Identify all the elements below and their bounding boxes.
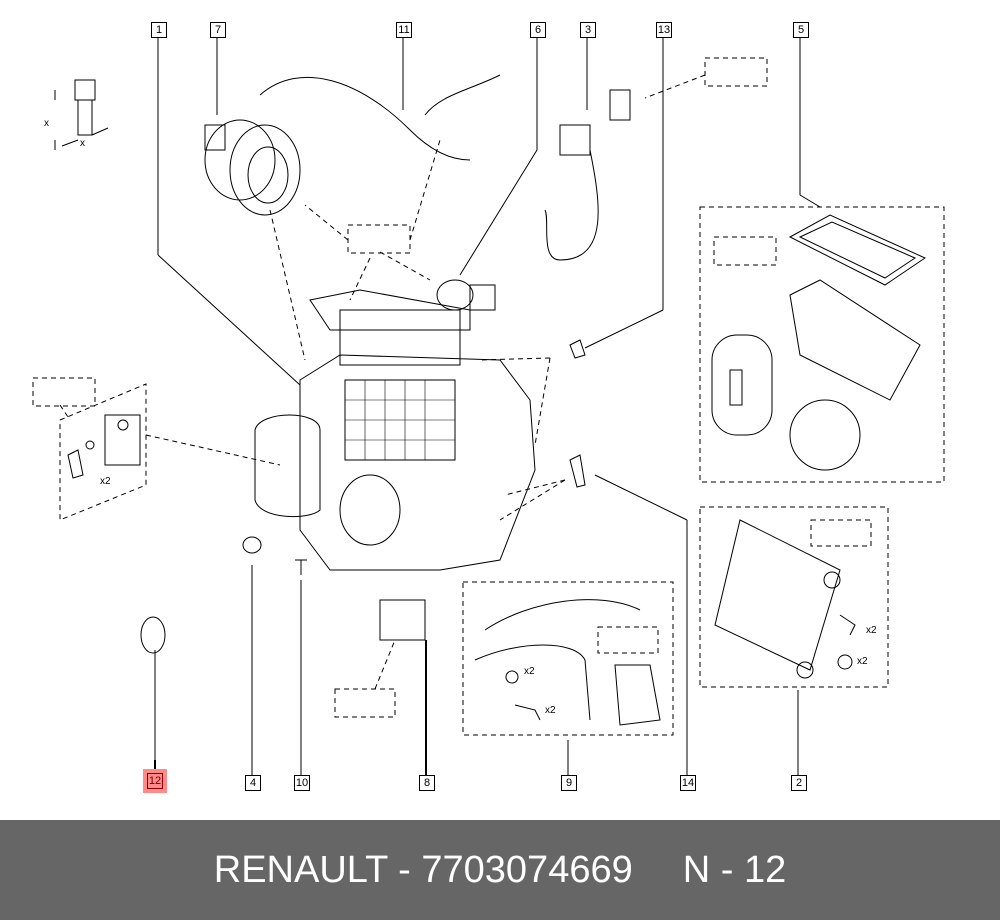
callout-11[interactable]: 11 [396, 22, 412, 38]
callout-14[interactable]: 14 [680, 775, 696, 791]
qty-label: x2 [857, 656, 868, 667]
blower-motor-drawing [204, 119, 301, 216]
callout-6[interactable]: 6 [530, 22, 546, 38]
qty-label: x2 [866, 625, 877, 636]
callout-8[interactable]: 8 [419, 775, 435, 791]
expansion-valve-drawing [67, 414, 141, 479]
resistor-8-drawing [379, 599, 426, 641]
bolt-drawing [54, 79, 109, 150]
qty-label: x2 [545, 705, 556, 716]
heater-pipes-drawing [474, 599, 661, 726]
reference-number-text: N - 12 [682, 848, 787, 891]
qty-label: x2 [100, 476, 111, 487]
grommet-4-drawing [242, 536, 262, 554]
sensor-harness-drawing [544, 89, 631, 261]
callout-10[interactable]: 10 [294, 775, 310, 791]
callout-2[interactable]: 2 [791, 775, 807, 791]
bolt-dim-label: x [44, 118, 49, 129]
parts-diagram [32, 38, 945, 775]
dashed-groups [32, 57, 945, 736]
clips-drawing [569, 339, 586, 488]
callout-12-highlighted[interactable]: 12 [143, 769, 167, 793]
wiring-harness-drawing [259, 74, 501, 161]
bolt-dim-label: x [80, 138, 85, 149]
heater-core-drawing [714, 519, 856, 679]
footer-bar: RENAULT - 7703074669 N - 12 [0, 820, 1000, 920]
callout-7[interactable]: 7 [210, 22, 226, 38]
callout-1[interactable]: 1 [151, 22, 167, 38]
cabin-filter-drawing [711, 214, 927, 471]
seal-12-drawing [140, 616, 166, 654]
callout-3[interactable]: 3 [580, 22, 596, 38]
callout-5[interactable]: 5 [793, 22, 809, 38]
callout-4[interactable]: 4 [245, 775, 261, 791]
callout-13[interactable]: 13 [656, 22, 672, 38]
leader-lines [154, 38, 821, 775]
qty-label: x2 [524, 666, 535, 677]
callout-9[interactable]: 9 [561, 775, 577, 791]
screw-10-drawing [295, 559, 307, 575]
part-number-text: RENAULT - 7703074669 [213, 848, 633, 891]
hvac-housing-drawing [254, 289, 536, 571]
